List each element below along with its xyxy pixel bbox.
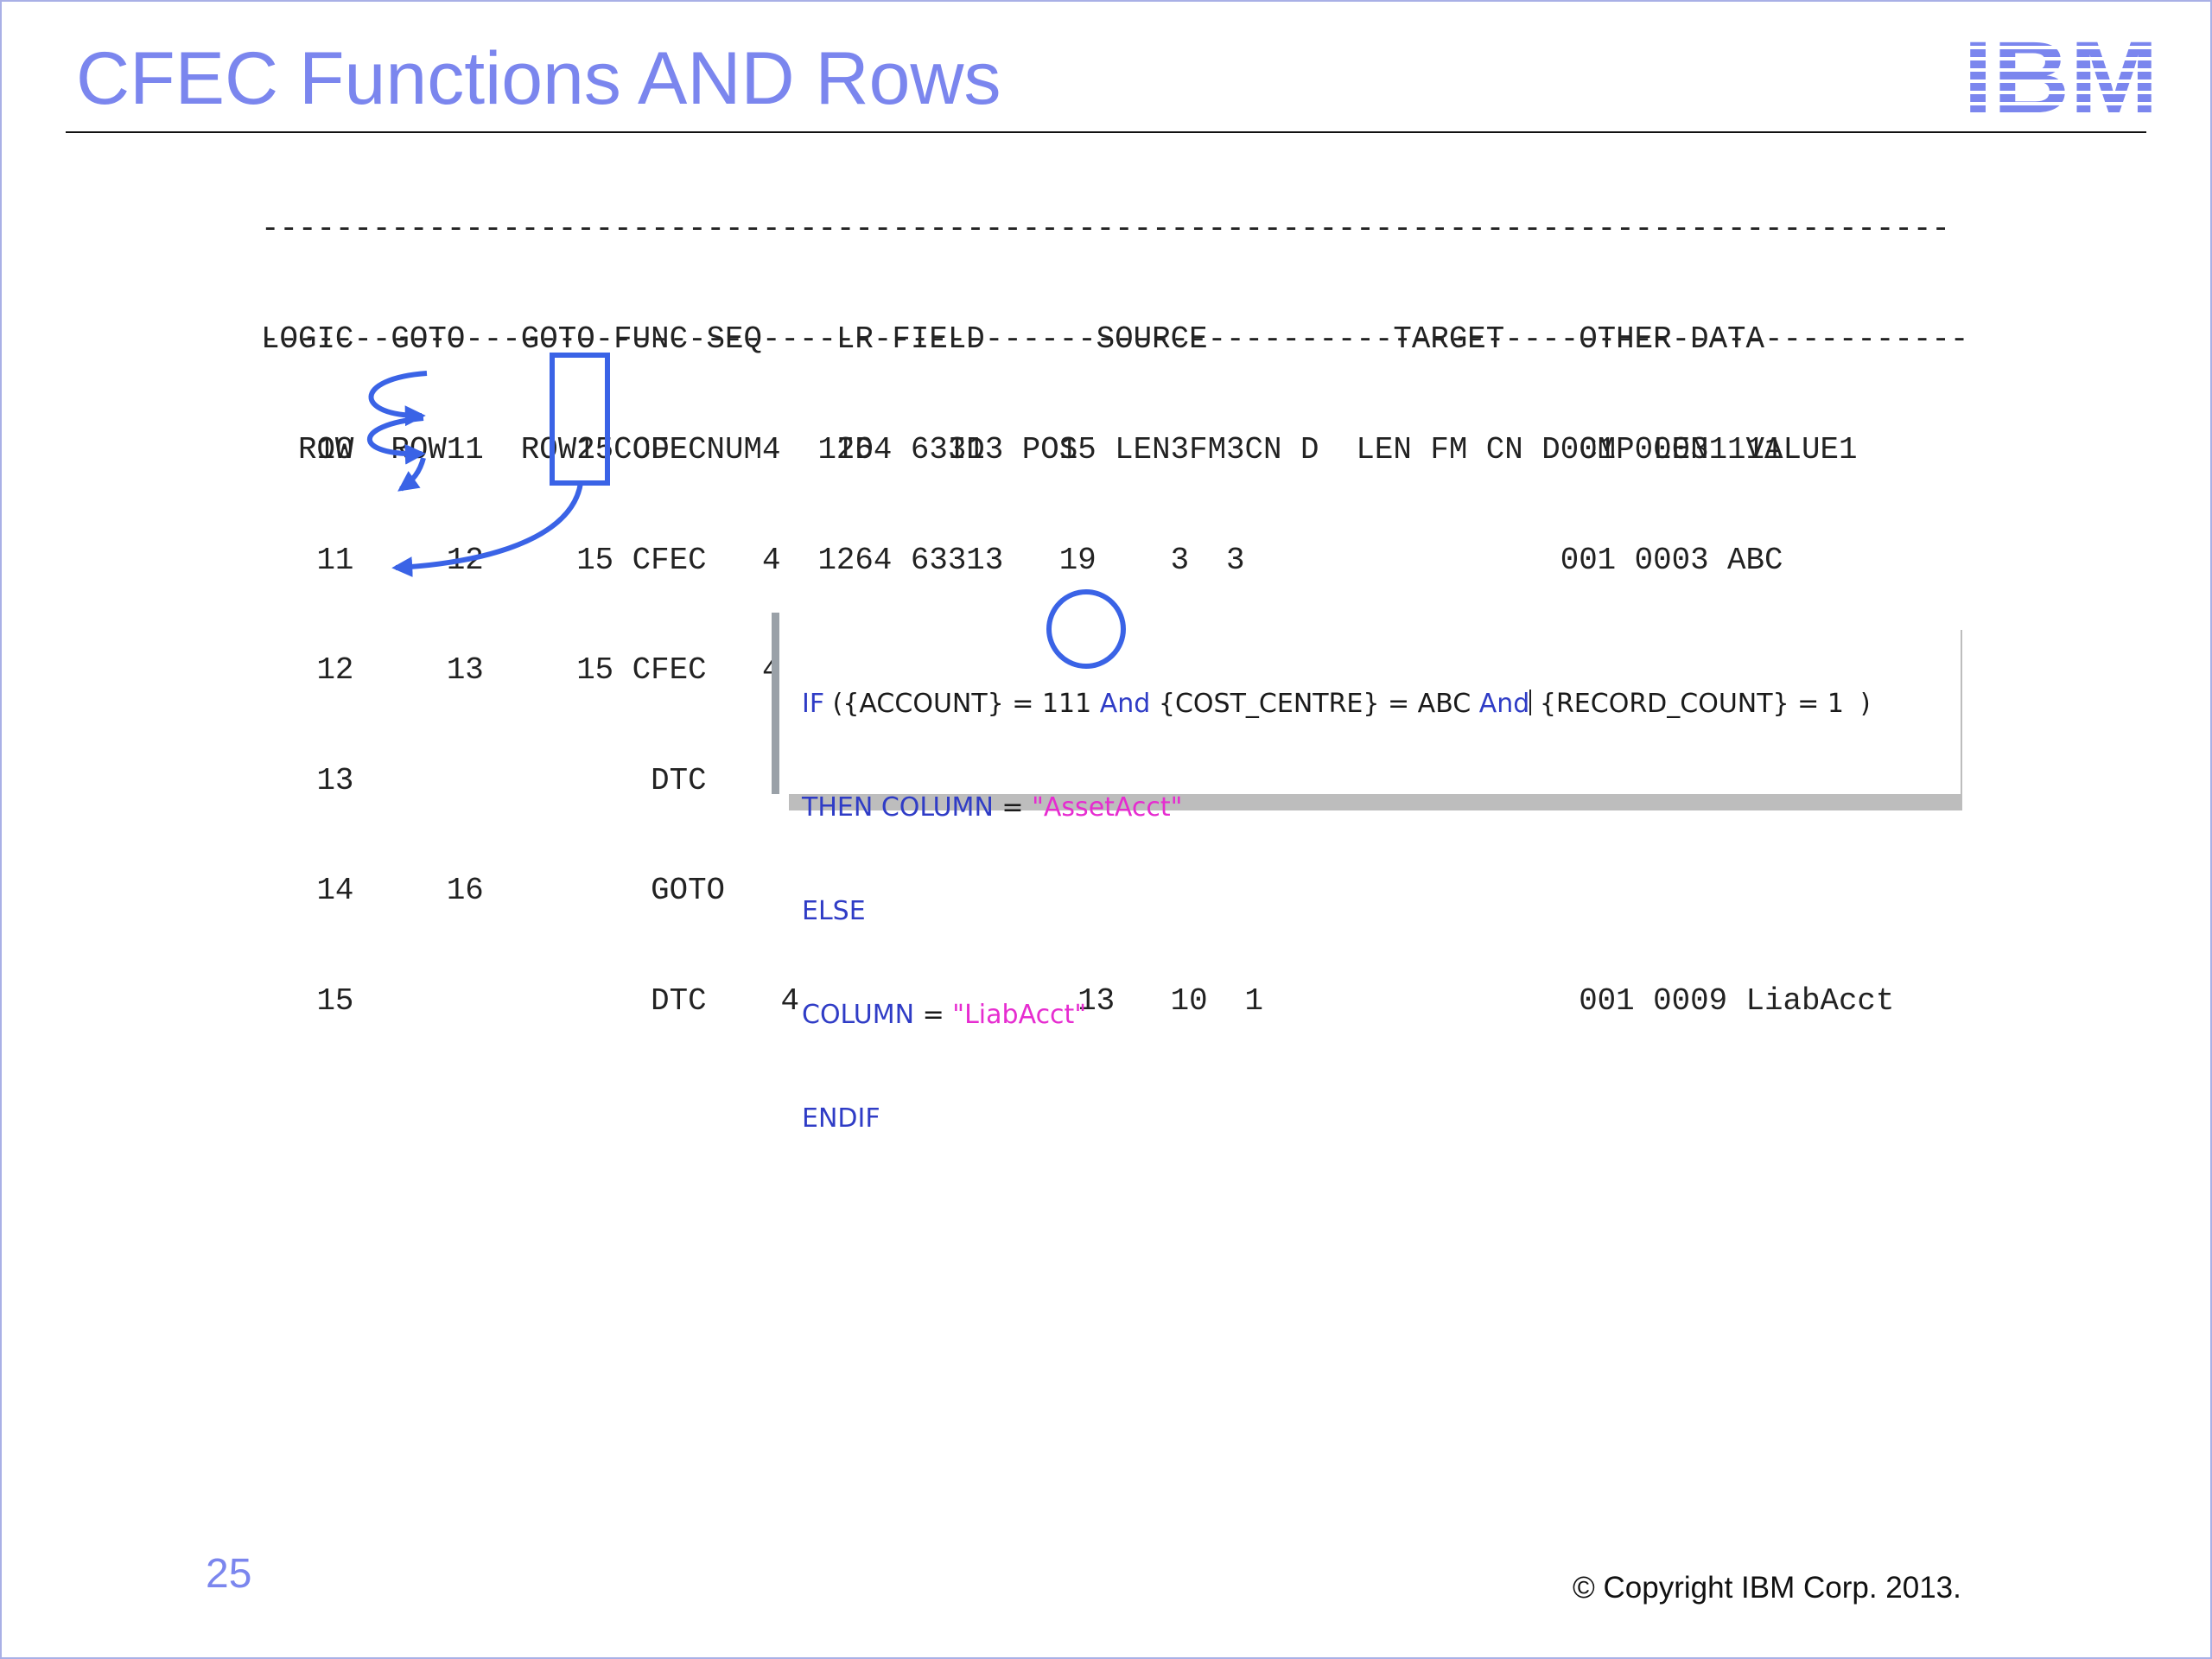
slide-title: CFEC Functions AND Rows (76, 37, 1001, 120)
goto-row2-highlight-box (550, 353, 610, 486)
code-line-endif: ENDIF (802, 1102, 1871, 1136)
keyword-and: And (1478, 689, 1530, 719)
logic-text: IF ({ACCOUNT} = 111 And {COST_CENTRE} = … (802, 618, 1871, 1205)
table-row: 15 DTC 4 13 10 1 001 0009 LiabAcct (261, 982, 1895, 1019)
table-header: LOGIC GOTO GOTO FUNC SEQ LR FIELD SOURCE… (261, 248, 1857, 505)
keyword-and: And (1099, 689, 1151, 719)
table-row: 14 16 GOTO (261, 873, 726, 908)
keyword-if: IF (802, 689, 825, 719)
ibm-logo-icon: IBM (1963, 38, 2158, 118)
table-row: 11 12 15 CFEC 4 1264 63313 19 3 3 001 00… (261, 542, 1783, 578)
condition-account: ({ACCOUNT} = 111 (824, 689, 1100, 719)
and-highlight-circle (1046, 589, 1126, 669)
copyright-notice: © Copyright IBM Corp. 2013. (1573, 1571, 1961, 1605)
table-dash-line-top: ----------------------------------------… (261, 211, 1950, 246)
table-header-line-2: ROW ROW1 ROW2 CODE NUM ID ID POS LEN FM … (261, 431, 1858, 467)
string-liab-acct: "LiabAcct" (952, 1000, 1087, 1030)
operator-equals: = (993, 792, 1033, 823)
table-header-line-1: LOGIC GOTO GOTO FUNC SEQ LR FIELD SOURCE… (261, 321, 1765, 357)
operator-equals: = (914, 1000, 953, 1030)
arrow-row11-to-row12 (367, 416, 426, 465)
code-line-else: ELSE (802, 894, 1871, 929)
condition-cost-centre: {COST_CENTRE} = ABC (1150, 689, 1479, 719)
string-asset-acct: "AssetAcct" (1032, 792, 1183, 823)
table-row: 10 11 15 CFEC 4 1264 63313 15 3 3 001 00… (261, 432, 1783, 467)
title-rule (66, 131, 2146, 133)
keyword-endif: ENDIF (802, 1103, 880, 1134)
table-dash-line-bottom: ----------------------------------------… (261, 321, 1969, 357)
code-line-then: THEN COLUMN = "AssetAcct" (802, 791, 1871, 825)
ibm-logo-text: IBM (1963, 38, 2158, 118)
arrow-row12-to-row13 (397, 457, 426, 492)
condition-record-count: {RECORD_COUNT} = 1 ) (1531, 689, 1871, 719)
code-line-column: COLUMN = "LiabAcct" (802, 998, 1871, 1033)
text-cursor (1529, 690, 1532, 715)
arrow-goto-row2-to-row15 (391, 482, 583, 578)
arrow-row10-to-row11 (368, 371, 428, 427)
code-line-if: IF ({ACCOUNT} = 111 And {COST_CENTRE} = … (802, 687, 1871, 721)
keyword-then-column: THEN COLUMN (802, 792, 994, 823)
keyword-column: COLUMN (802, 1000, 915, 1030)
page-number: 25 (206, 1551, 252, 1597)
keyword-else: ELSE (802, 896, 866, 926)
logic-text-screenshot: IF ({ACCOUNT} = 111 And {COST_CENTRE} = … (772, 613, 1964, 1134)
code-panel: IF ({ACCOUNT} = 111 And {COST_CENTRE} = … (772, 613, 1961, 1134)
